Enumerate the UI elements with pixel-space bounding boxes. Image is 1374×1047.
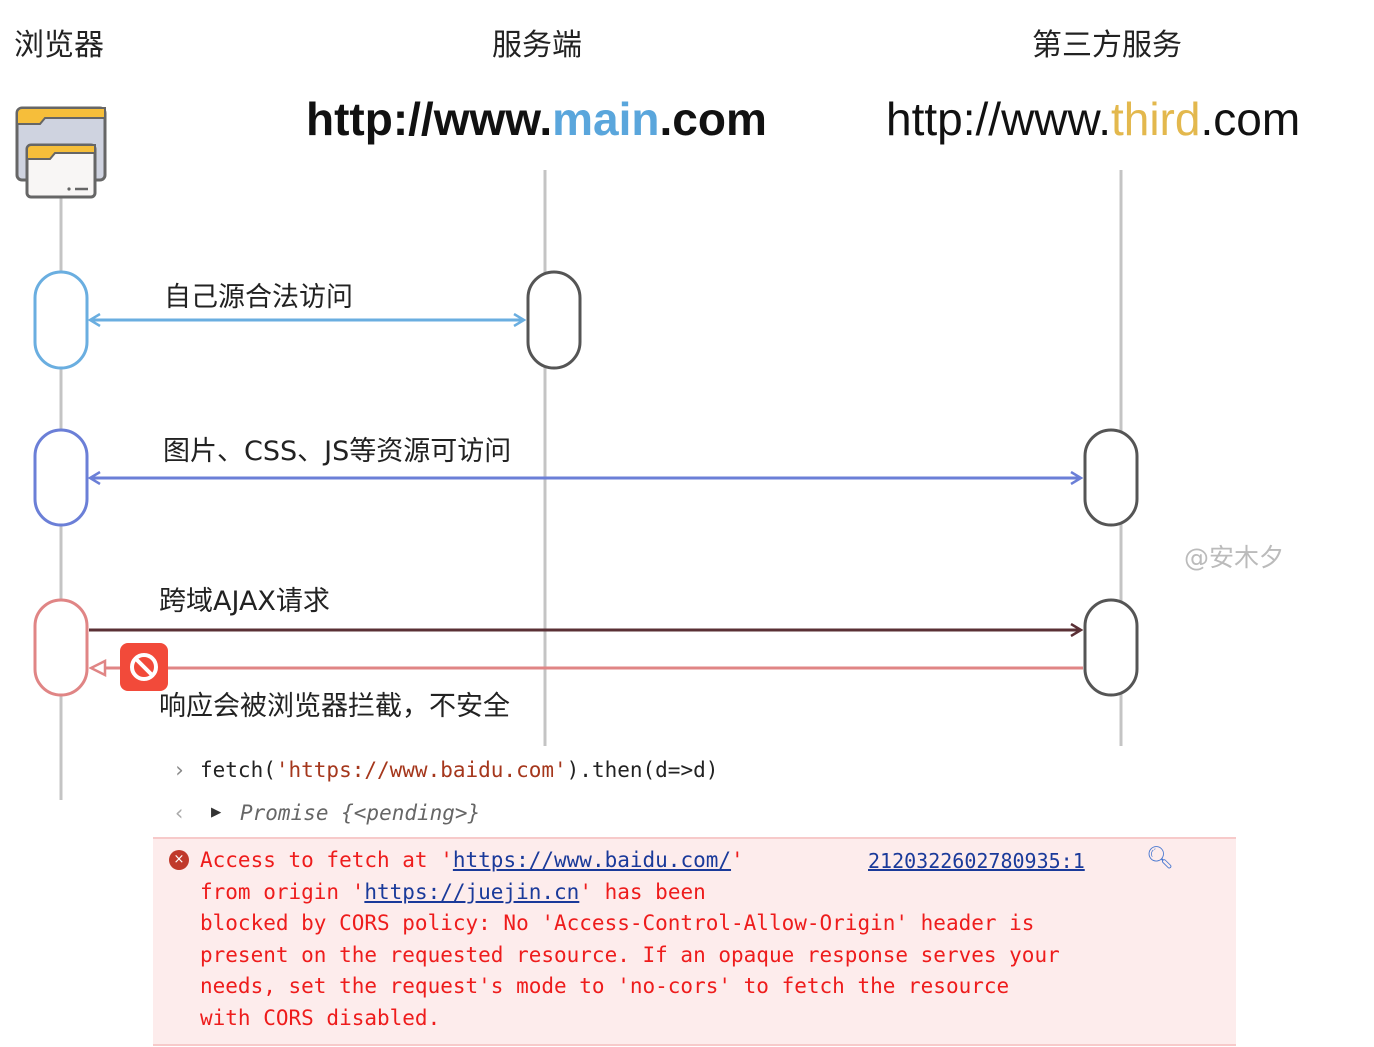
expand-triangle-icon[interactable]: ▶ [211,802,222,822]
error-text: present on the requested resource. If an… [200,942,1060,967]
activation-third-2 [1083,428,1139,527]
domain-highlight: main [552,93,660,145]
domain-suffix: .com [659,93,767,145]
error-text: Access to fetch at ' [200,848,453,872]
watermark: @安木夕 [1184,543,1285,572]
column-title-server: 服务端 [492,28,582,63]
error-link-origin[interactable]: https://juejin.cn [364,879,580,904]
arrow-label-ajax: 跨域AJAX请求 [159,586,330,617]
arrow-label-resources: 图片、CSS、JS等资源可访问 [163,436,512,467]
column-title-third: 第三方服务 [1032,28,1182,63]
error-icon: × [169,850,189,870]
third-domain: http://www.third.com [886,92,1300,146]
domain-prefix: http://www. [306,93,553,145]
console-output-prompt: ‹ [173,801,186,825]
search-icon[interactable]: 🔍︎ [1146,846,1174,871]
activation-server-1 [526,270,582,370]
console-output-value[interactable]: Promise {<pending>} [240,801,481,825]
console-error [153,837,1236,1046]
browser-window-icon [15,106,107,199]
console-input[interactable]: fetch('https://www.baidu.com').then(d=>d… [200,758,718,782]
domain-suffix: .com [1200,93,1301,145]
arrow-label-blocked: 响应会被浏览器拦截，不安全 [159,691,510,722]
error-message: Access to fetch at 'https://www.baidu.co… [200,845,1060,1034]
error-text: blocked by CORS policy: No 'Access-Contr… [200,911,1035,935]
error-text: ' [731,848,744,872]
error-text: ' has been [579,879,706,904]
activation-browser-1 [33,270,89,370]
error-text: from origin ' [200,879,365,904]
error-text: needs, set the request's mode to 'no-cor… [200,974,1010,998]
error-source-link[interactable]: 2120322602780935:1 [868,849,1085,873]
activation-browser-3 [33,598,89,697]
activation-browser-2 [33,428,89,527]
domain-highlight: third [1110,93,1201,145]
activation-third-3 [1083,598,1139,697]
code-string: 'https://www.baidu.com' [275,758,567,782]
error-text: with CORS disabled. [200,1005,441,1030]
main-domain: http://www.main.com [306,92,767,146]
blocked-icon [120,643,168,691]
code-text: ).then(d=>d) [566,758,719,782]
code-text: fetch( [200,758,276,782]
error-link-url[interactable]: https://www.baidu.com/ [452,848,732,872]
console-input-prompt: › [173,758,186,782]
arrow-label-same-origin: 自己源合法访问 [164,282,353,313]
column-title-browser: 浏览器 [14,28,104,63]
domain-prefix: http://www. [886,93,1111,145]
